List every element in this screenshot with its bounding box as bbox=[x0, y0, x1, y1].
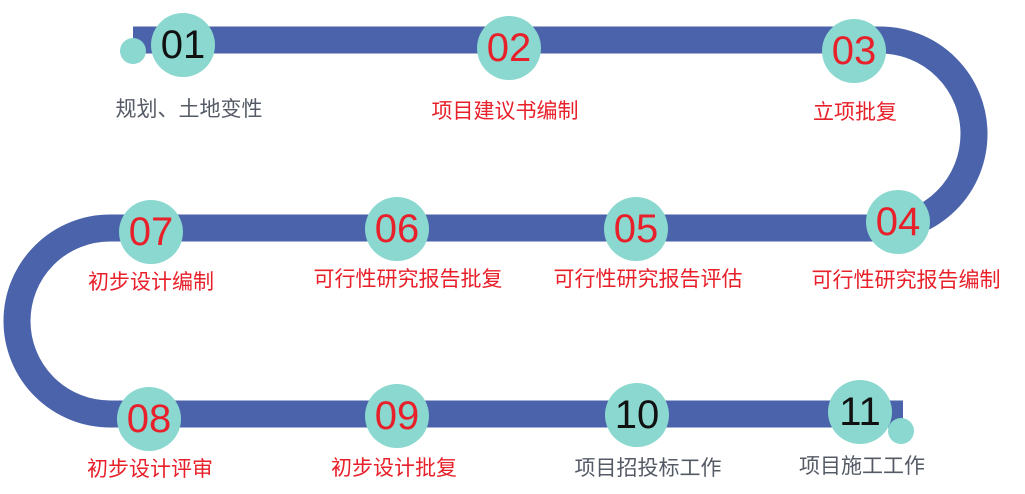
step-07-number: 07 bbox=[128, 210, 174, 254]
step-01-number: 01 bbox=[160, 23, 206, 67]
end-dot bbox=[888, 418, 914, 444]
step-10-label: 项目招投标工作 bbox=[574, 456, 722, 480]
step-05-number: 05 bbox=[613, 207, 659, 251]
step-01-label: 规划、土地变性 bbox=[115, 97, 263, 121]
track-path bbox=[3, 26, 988, 428]
step-06-number: 06 bbox=[374, 207, 420, 251]
step-07-label: 初步设计编制 bbox=[88, 270, 214, 294]
step-05-circle: 05 bbox=[604, 197, 668, 261]
step-02-number: 02 bbox=[486, 26, 532, 70]
step-11-number: 11 bbox=[839, 390, 881, 434]
step-03-circle: 03 bbox=[822, 19, 886, 83]
step-11-label: 项目施工工作 bbox=[799, 454, 925, 478]
step-09-label: 初步设计批复 bbox=[331, 456, 457, 480]
step-08-circle: 08 bbox=[117, 387, 181, 451]
step-02-label: 项目建议书编制 bbox=[431, 99, 579, 123]
step-08-number: 08 bbox=[126, 397, 172, 441]
step-03-label: 立项批复 bbox=[813, 100, 897, 124]
step-04-label: 可行性研究报告编制 bbox=[811, 268, 1001, 292]
step-10-number: 10 bbox=[614, 393, 660, 437]
step-09-number: 09 bbox=[374, 394, 420, 438]
step-04-circle: 04 bbox=[866, 190, 930, 254]
step-08-label: 初步设计评审 bbox=[87, 457, 213, 481]
step-04-number: 04 bbox=[875, 200, 921, 244]
step-03-number: 03 bbox=[831, 29, 877, 73]
step-11-circle: 11 bbox=[828, 380, 892, 444]
step-06-circle: 06 bbox=[365, 197, 429, 261]
step-10-circle: 10 bbox=[605, 383, 669, 447]
start-dot bbox=[120, 38, 146, 64]
step-01-circle: 01 bbox=[151, 13, 215, 77]
step-07-circle: 07 bbox=[119, 200, 183, 264]
step-02-circle: 02 bbox=[477, 16, 541, 80]
step-05-label: 可行性研究报告评估 bbox=[553, 267, 743, 291]
step-06-label: 可行性研究报告批复 bbox=[313, 267, 503, 291]
step-09-circle: 09 bbox=[365, 384, 429, 448]
